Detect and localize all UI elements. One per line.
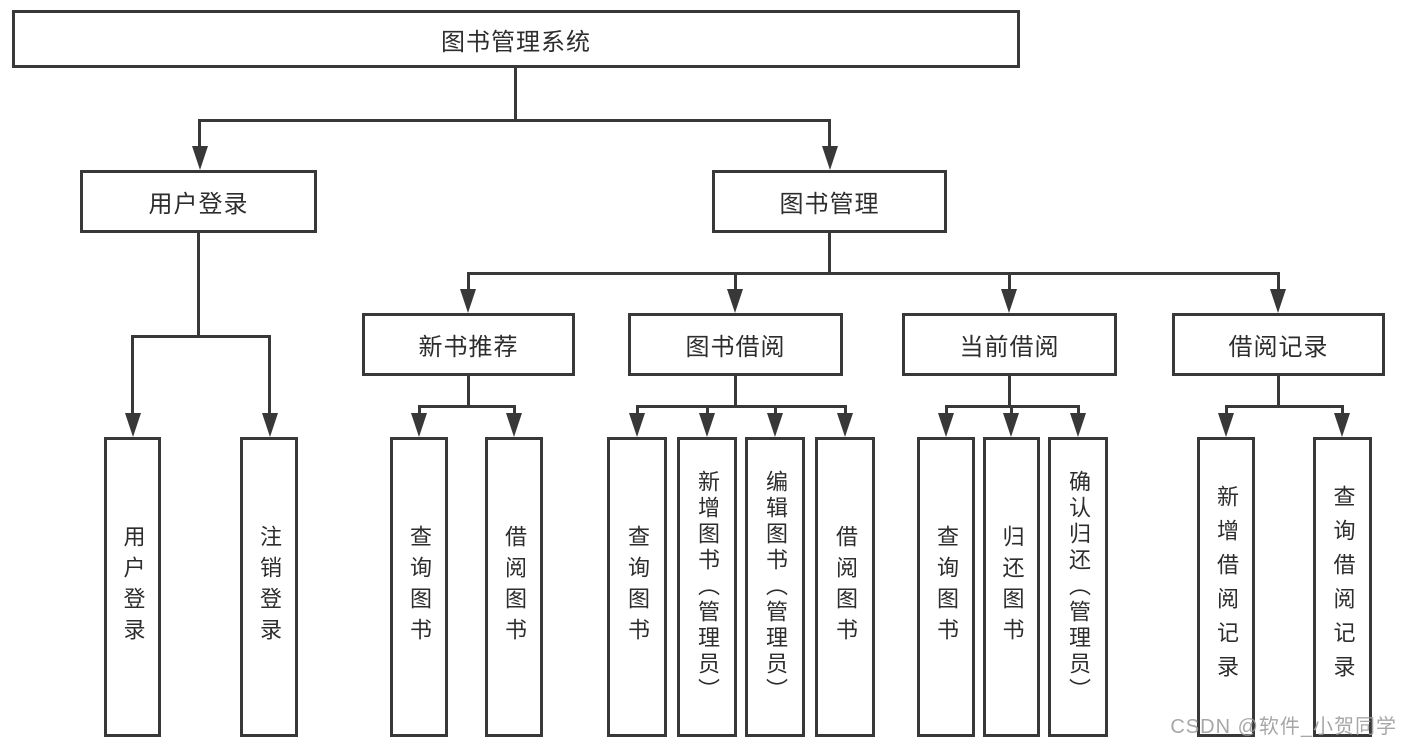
arrowhead-down-icon — [837, 413, 853, 437]
leaf-borrow-edit-book-admin: 编辑图书（管理员） — [745, 437, 805, 737]
leaf-logout-login-label: 注销登录 — [257, 525, 282, 649]
connector-drop-leaf — [418, 405, 421, 417]
node-book-management: 图书管理 — [712, 170, 947, 233]
leaf-borrow-edit-book-admin-label: 编辑图书（管理员） — [763, 470, 788, 704]
arrowhead-down-icon — [1070, 413, 1086, 437]
leaf-logout-login: 注销登录 — [240, 437, 298, 737]
leaf-borrow-add-book-admin-label: 新增图书（管理员） — [695, 470, 720, 704]
leaf-current-return-book-label: 归还图书 — [999, 525, 1025, 649]
node-new-book-recommend-label: 新书推荐 — [418, 334, 519, 361]
arrowhead-down-icon — [767, 413, 783, 437]
node-current-borrow-label: 当前借阅 — [959, 334, 1060, 361]
leaf-newbook-query-book-label: 查询图书 — [407, 525, 432, 649]
connector-level3-rail — [467, 272, 1280, 275]
leaf-user-login-label: 用户登录 — [120, 525, 146, 649]
connector-book-borrow-rail — [636, 405, 847, 408]
connector-drop-leaf — [268, 335, 271, 415]
arrowhead-down-icon — [411, 413, 427, 437]
leaf-record-add-record: 新增借阅记录 — [1197, 437, 1255, 737]
arrowhead-down-icon — [192, 146, 208, 170]
connector-drop-leaf — [636, 405, 639, 417]
leaf-current-confirm-return-admin: 确认归还（管理员） — [1048, 437, 1108, 737]
connector-drop-leaf — [844, 405, 847, 417]
leaf-borrow-borrow-book-label: 借阅图书 — [833, 525, 858, 649]
leaf-borrow-borrow-book: 借阅图书 — [815, 437, 875, 737]
leaf-newbook-borrow-book: 借阅图书 — [485, 437, 543, 737]
connector-drop-leaf — [131, 335, 134, 415]
node-book-management-label: 图书管理 — [779, 191, 880, 218]
connector-current-borrow-stem — [1008, 376, 1011, 405]
node-user-login-label: 用户登录 — [148, 191, 249, 218]
arrowhead-down-icon — [938, 413, 954, 437]
connector-drop-leaf — [706, 405, 709, 417]
connector-book-mgmt-stem — [828, 233, 831, 272]
connector-drop-new-book — [467, 272, 470, 294]
leaf-record-add-record-label: 新增借阅记录 — [1214, 485, 1239, 689]
node-borrow-record: 借阅记录 — [1172, 313, 1385, 376]
connector-drop-leaf — [1077, 405, 1080, 417]
leaf-newbook-borrow-book-label: 借阅图书 — [502, 525, 527, 649]
connector-drop-leaf — [1225, 405, 1228, 417]
connector-root-stem — [514, 68, 517, 119]
connector-drop-borrow-record — [1277, 272, 1280, 294]
arrowhead-down-icon — [125, 413, 141, 437]
leaf-newbook-query-book: 查询图书 — [390, 437, 448, 737]
connector-drop-book-mgmt — [828, 119, 831, 149]
connector-drop-leaf — [1341, 405, 1344, 417]
arrowhead-down-icon — [699, 413, 715, 437]
node-new-book-recommend: 新书推荐 — [362, 313, 575, 376]
node-current-borrow: 当前借阅 — [902, 313, 1117, 376]
connector-drop-user-login — [198, 119, 201, 149]
connector-drop-leaf — [1010, 405, 1013, 417]
connector-new-book-stem — [467, 376, 470, 405]
arrowhead-down-icon — [727, 289, 743, 313]
arrowhead-down-icon — [262, 413, 278, 437]
connector-borrow-record-rail — [1225, 405, 1344, 408]
connector-drop-current-borrow — [1008, 272, 1011, 294]
connector-borrow-record-stem — [1277, 376, 1280, 405]
leaf-current-query-book: 查询图书 — [917, 437, 975, 737]
arrowhead-down-icon — [1003, 413, 1019, 437]
csdn-watermark: CSDN @软件_小贺同学 — [1170, 716, 1397, 738]
leaf-borrow-add-book-admin: 新增图书（管理员） — [677, 437, 737, 737]
leaf-borrow-query-book-label: 查询图书 — [625, 525, 650, 649]
leaf-record-query-record-label: 查询借阅记录 — [1330, 485, 1356, 689]
leaf-current-confirm-return-admin-label: 确认归还（管理员） — [1066, 470, 1091, 704]
leaf-record-query-record: 查询借阅记录 — [1313, 437, 1372, 737]
connector-new-book-rail — [418, 405, 516, 408]
node-borrow-record-label: 借阅记录 — [1228, 334, 1329, 361]
connector-drop-leaf — [945, 405, 948, 417]
connector-level2-rail — [198, 119, 831, 122]
arrowhead-down-icon — [1001, 289, 1017, 313]
connector-drop-book-borrow — [734, 272, 737, 294]
root-node-label: 图书管理系统 — [441, 28, 591, 56]
root-node: 图书管理系统 — [12, 10, 1020, 68]
leaf-user-login: 用户登录 — [104, 437, 161, 737]
arrowhead-down-icon — [629, 413, 645, 437]
leaf-borrow-query-book: 查询图书 — [607, 437, 667, 737]
arrowhead-down-icon — [1334, 413, 1350, 437]
arrowhead-down-icon — [506, 413, 522, 437]
connector-drop-leaf — [513, 405, 516, 417]
connector-book-borrow-stem — [734, 376, 737, 405]
node-user-login: 用户登录 — [80, 170, 317, 233]
node-book-borrow: 图书借阅 — [628, 313, 843, 376]
connector-user-login-stem — [197, 233, 200, 335]
node-book-borrow-label: 图书借阅 — [685, 334, 786, 361]
leaf-current-return-book: 归还图书 — [983, 437, 1040, 737]
arrowhead-down-icon — [822, 146, 838, 170]
leaf-current-query-book-label: 查询图书 — [934, 525, 959, 649]
connector-user-login-rail — [131, 335, 271, 338]
arrowhead-down-icon — [1270, 289, 1286, 313]
arrowhead-down-icon — [1218, 413, 1234, 437]
connector-drop-leaf — [774, 405, 777, 417]
arrowhead-down-icon — [460, 289, 476, 313]
